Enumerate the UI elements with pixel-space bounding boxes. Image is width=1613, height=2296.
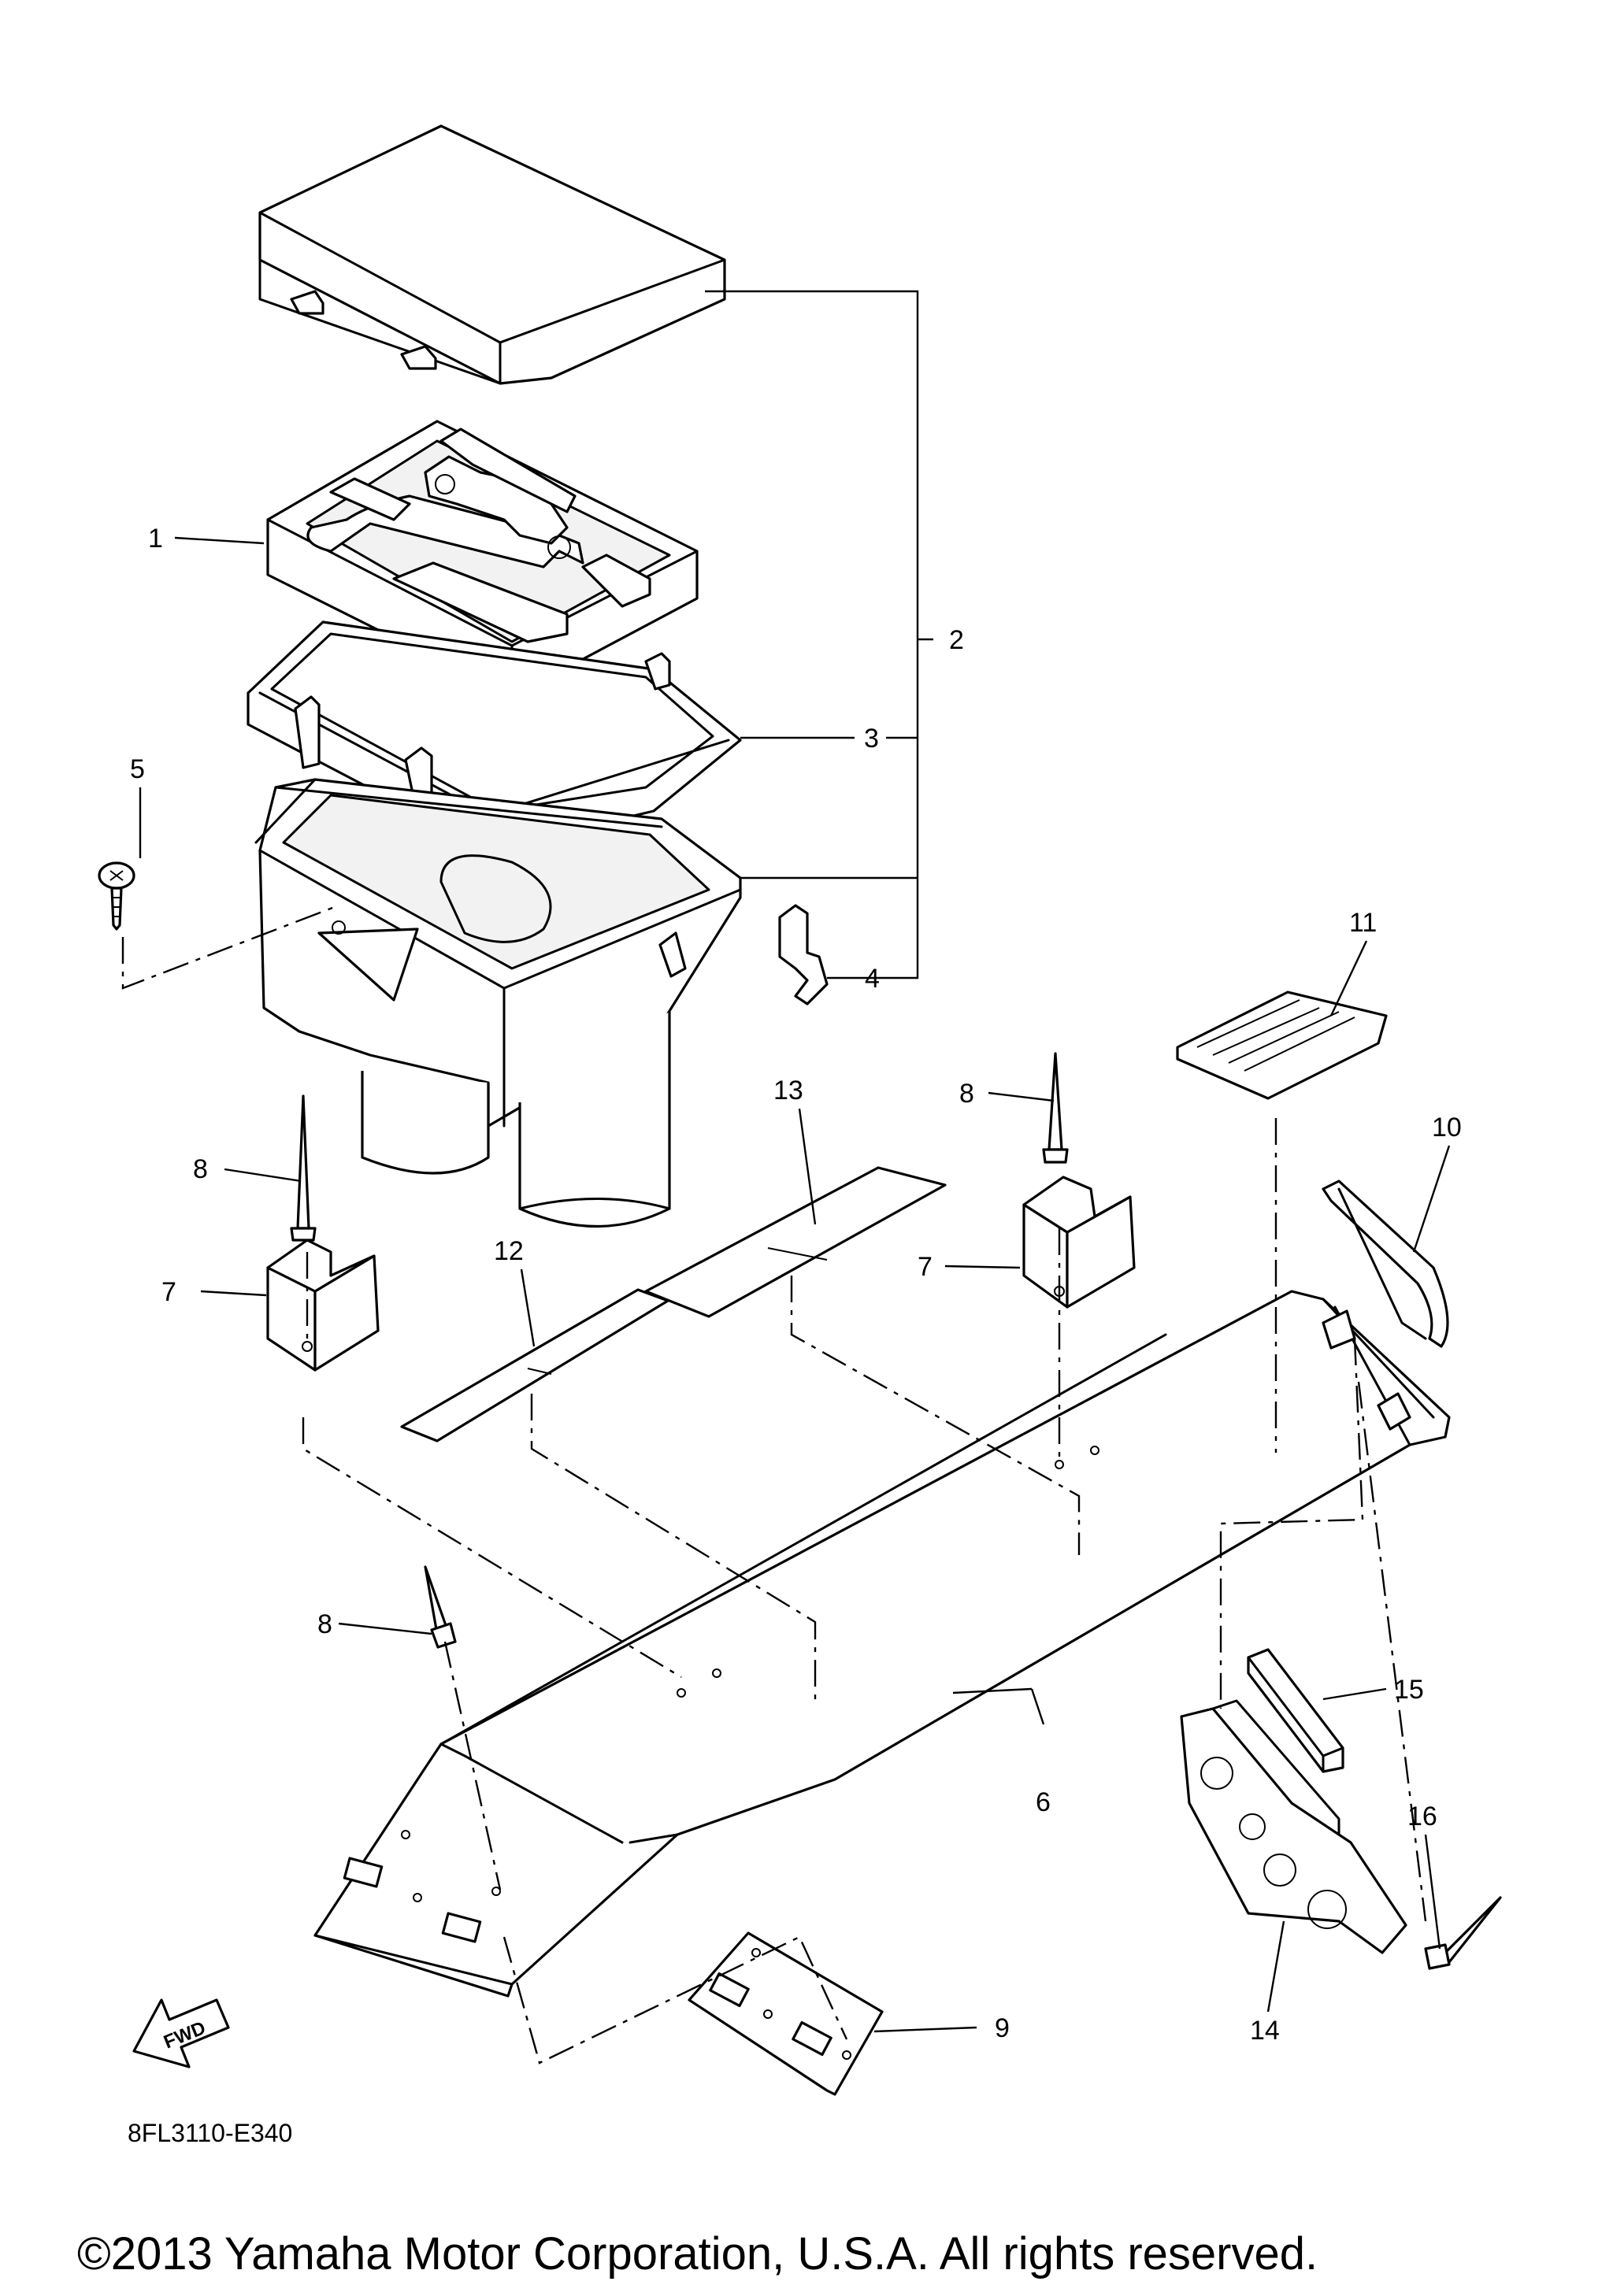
mounting-plate: [688, 1931, 884, 2096]
callout-labels: 1 2 3 4 5 6 7 7 8 8 8 9 10 11 12 13 14 1…: [130, 524, 1462, 2046]
sheet-12: [400, 1288, 669, 1442]
sheet-13: [644, 1166, 947, 1318]
bracket-7-left: [266, 1239, 380, 1372]
callout-13: 13: [773, 1076, 803, 1105]
callout-12: 12: [494, 1236, 524, 1266]
callout-8-left: 8: [193, 1154, 208, 1184]
callout-7-left: 7: [161, 1277, 176, 1307]
leader-lines: [139, 290, 1451, 2033]
copyright-notice: ©2013 Yamaha Motor Corporation, U.S.A. A…: [77, 2228, 1318, 2279]
rivet-16: [1424, 1896, 1502, 1970]
storage-floor-tray: [313, 1290, 1451, 1998]
callout-8-bottom: 8: [317, 1609, 332, 1639]
assembly-lines: [121, 904, 1427, 2065]
non-slip-pad: [1176, 991, 1388, 1100]
callout-10: 10: [1432, 1113, 1462, 1142]
callout-8-right: 8: [959, 1079, 974, 1109]
side-bracket-plate: [1180, 1699, 1407, 1954]
callout-15: 15: [1394, 1675, 1424, 1705]
rivet-8-left: [290, 1094, 317, 1242]
callout-7-right: 7: [918, 1252, 933, 1282]
rivet-8-bottom: [424, 1565, 457, 1649]
tool-tray: [266, 420, 699, 698]
fwd-arrow-icon: FWD: [132, 1998, 230, 2068]
screw: [98, 861, 135, 931]
callout-3: 3: [864, 724, 879, 754]
retaining-clip: [778, 904, 829, 1005]
storage-lid: [258, 124, 726, 385]
callout-14: 14: [1250, 2016, 1280, 2046]
storage-box: [254, 778, 742, 1228]
callout-1: 1: [148, 524, 163, 554]
bracket-7-right: [1022, 1176, 1136, 1309]
callout-9: 9: [995, 2013, 1010, 2043]
callout-16: 16: [1407, 1802, 1437, 1831]
callout-5: 5: [130, 754, 145, 784]
callout-11: 11: [1349, 908, 1377, 938]
rivet-8-right: [1042, 1052, 1069, 1164]
callout-4: 4: [865, 964, 880, 994]
callout-6: 6: [1036, 1787, 1051, 1817]
callout-2: 2: [949, 625, 964, 655]
rubber-block: [1247, 1648, 1344, 1773]
diagram-code: 8FL3110-E340: [128, 2119, 292, 2147]
hook-bracket: [1322, 1179, 1449, 1348]
